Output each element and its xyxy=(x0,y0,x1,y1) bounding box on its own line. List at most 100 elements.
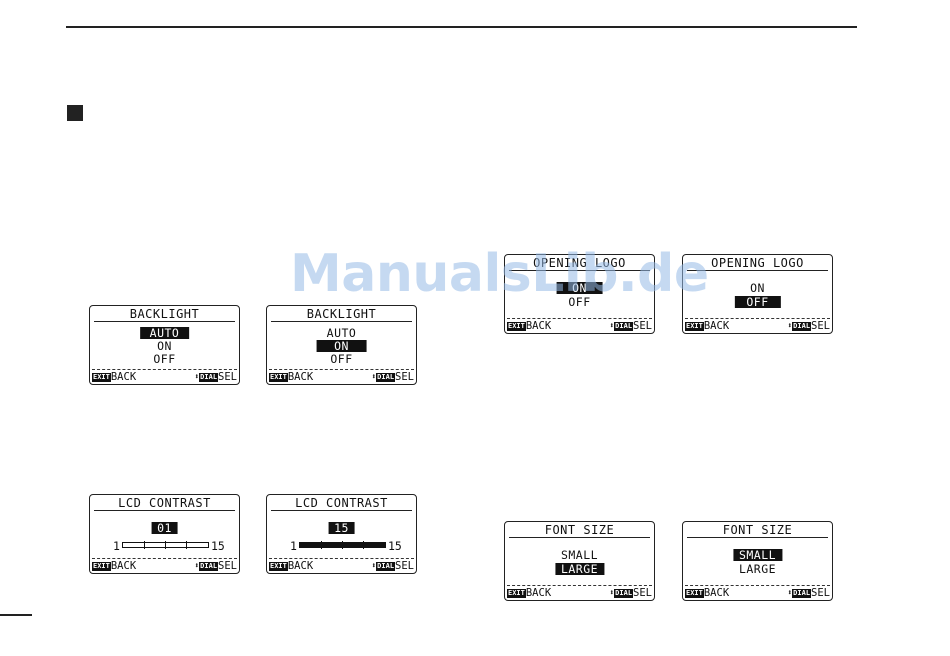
back-label: BACK xyxy=(525,587,552,599)
lcd-footer: EXITBACK ⬍DIALSEL xyxy=(685,587,830,599)
lcd-footer: EXITBACK ⬍DIALSEL xyxy=(685,320,830,332)
dial-key-icon: DIAL xyxy=(614,322,634,331)
back-label: BACK xyxy=(703,320,730,332)
option-off: OFF xyxy=(330,352,353,366)
up-down-arrows-icon: ⬍ xyxy=(194,561,200,570)
option-on: ON xyxy=(750,281,765,295)
title-rule xyxy=(271,510,412,511)
dial-key-icon: DIAL xyxy=(199,373,219,382)
exit-key-icon: EXIT xyxy=(507,322,526,331)
option-small: SMALL xyxy=(732,549,783,561)
bar-tick xyxy=(321,541,322,549)
font-size-lcd-2: FONT SIZE SMALL LARGE EXITBACK ⬍DIALSEL xyxy=(682,521,833,601)
option-large: LARGE xyxy=(554,563,605,575)
lcd-title: BACKLIGHT xyxy=(306,307,377,321)
title-rule xyxy=(94,321,235,322)
lcd-title: BACKLIGHT xyxy=(129,307,200,321)
lcd-title: LCD CONTRAST xyxy=(295,496,388,510)
lcd-contrast-lcd-1: LCD CONTRAST 01 1 15 EXITBACK ⬍DIALSEL xyxy=(89,494,240,574)
title-rule xyxy=(687,537,828,538)
footer-rule xyxy=(507,585,652,586)
up-down-arrows-icon: ⬍ xyxy=(371,372,377,381)
footer-rule xyxy=(92,558,237,559)
back-label: BACK xyxy=(287,371,314,383)
bar-tick xyxy=(186,541,187,549)
option-auto: AUTO xyxy=(139,327,190,339)
option-off: OFF xyxy=(734,296,781,308)
option-off: OFF xyxy=(153,352,176,366)
sel-label: SEL xyxy=(811,587,830,599)
title-rule xyxy=(687,270,828,271)
dial-key-icon: DIAL xyxy=(199,562,219,571)
lcd-title: LCD CONTRAST xyxy=(118,496,211,510)
lcd-footer: EXITBACK ⬍DIALSEL xyxy=(92,371,237,383)
option-off: OFF xyxy=(568,295,591,309)
exit-key-icon: EXIT xyxy=(269,562,288,571)
bar-tick xyxy=(342,541,343,549)
back-label: BACK xyxy=(525,320,552,332)
footer-rule xyxy=(685,585,830,586)
up-down-arrows-icon: ⬍ xyxy=(371,561,377,570)
scale-max-label: 15 xyxy=(388,539,402,553)
lcd-footer: EXITBACK ⬍DIALSEL xyxy=(269,371,414,383)
exit-key-icon: EXIT xyxy=(269,373,288,382)
lcd-contrast-lcd-2: LCD CONTRAST 15 1 15 EXITBACK ⬍DIALSEL xyxy=(266,494,417,574)
watermark: ManualsLib.de xyxy=(290,244,709,304)
title-rule xyxy=(94,510,235,511)
lcd-title: OPENING LOGO xyxy=(533,256,626,270)
dial-key-icon: DIAL xyxy=(792,322,812,331)
title-rule xyxy=(271,321,412,322)
lcd-footer: EXITBACK ⬍DIALSEL xyxy=(92,560,237,572)
sel-label: SEL xyxy=(633,587,652,599)
up-down-arrows-icon: ⬍ xyxy=(609,321,615,330)
sel-label: SEL xyxy=(811,320,830,332)
section-marker xyxy=(67,105,83,121)
opening-logo-lcd-1: OPENING LOGO ON OFF EXITBACK ⬍DIALSEL xyxy=(504,254,655,334)
footer-rule xyxy=(92,369,237,370)
option-on: ON xyxy=(316,340,367,352)
up-down-arrows-icon: ⬍ xyxy=(787,588,793,597)
lcd-footer: EXITBACK ⬍DIALSEL xyxy=(269,560,414,572)
scale-max-label: 15 xyxy=(211,539,225,553)
sel-label: SEL xyxy=(218,560,237,572)
footer-rule xyxy=(269,558,414,559)
top-rule xyxy=(66,26,857,28)
back-label: BACK xyxy=(703,587,730,599)
footer-rule xyxy=(507,318,652,319)
up-down-arrows-icon: ⬍ xyxy=(609,588,615,597)
font-size-lcd-1: FONT SIZE SMALL LARGE EXITBACK ⬍DIALSEL xyxy=(504,521,655,601)
lcd-footer: EXITBACK ⬍DIALSEL xyxy=(507,320,652,332)
dial-key-icon: DIAL xyxy=(376,562,396,571)
title-rule xyxy=(509,270,650,271)
backlight-lcd-2: BACKLIGHT AUTO ON OFF EXITBACK ⬍DIALSEL xyxy=(266,305,417,385)
option-large: LARGE xyxy=(738,562,777,576)
exit-key-icon: EXIT xyxy=(507,589,526,598)
scale-min-label: 1 xyxy=(290,539,297,553)
dial-key-icon: DIAL xyxy=(376,373,396,382)
bottom-rule xyxy=(0,614,32,616)
footer-rule xyxy=(269,369,414,370)
up-down-arrows-icon: ⬍ xyxy=(194,372,200,381)
back-label: BACK xyxy=(110,371,137,383)
sel-label: SEL xyxy=(218,371,237,383)
lcd-title: FONT SIZE xyxy=(544,523,615,537)
sel-label: SEL xyxy=(395,371,414,383)
exit-key-icon: EXIT xyxy=(92,373,111,382)
backlight-lcd-1: BACKLIGHT AUTO ON OFF EXITBACK ⬍DIALSEL xyxy=(89,305,240,385)
contrast-bar xyxy=(122,541,209,549)
dial-key-icon: DIAL xyxy=(614,589,634,598)
up-down-arrows-icon: ⬍ xyxy=(787,321,793,330)
option-auto: AUTO xyxy=(326,326,357,340)
bar-tick xyxy=(165,541,166,549)
cursor-dot-icon xyxy=(563,284,571,292)
scale-min-label: 1 xyxy=(113,539,120,553)
sel-label: SEL xyxy=(395,560,414,572)
contrast-value: 15 xyxy=(328,522,355,534)
sel-label: SEL xyxy=(633,320,652,332)
footer-rule xyxy=(685,318,830,319)
back-label: BACK xyxy=(110,560,137,572)
exit-key-icon: EXIT xyxy=(685,322,704,331)
opening-logo-lcd-2: OPENING LOGO ON OFF EXITBACK ⬍DIALSEL xyxy=(682,254,833,334)
exit-key-icon: EXIT xyxy=(685,589,704,598)
title-rule xyxy=(509,537,650,538)
